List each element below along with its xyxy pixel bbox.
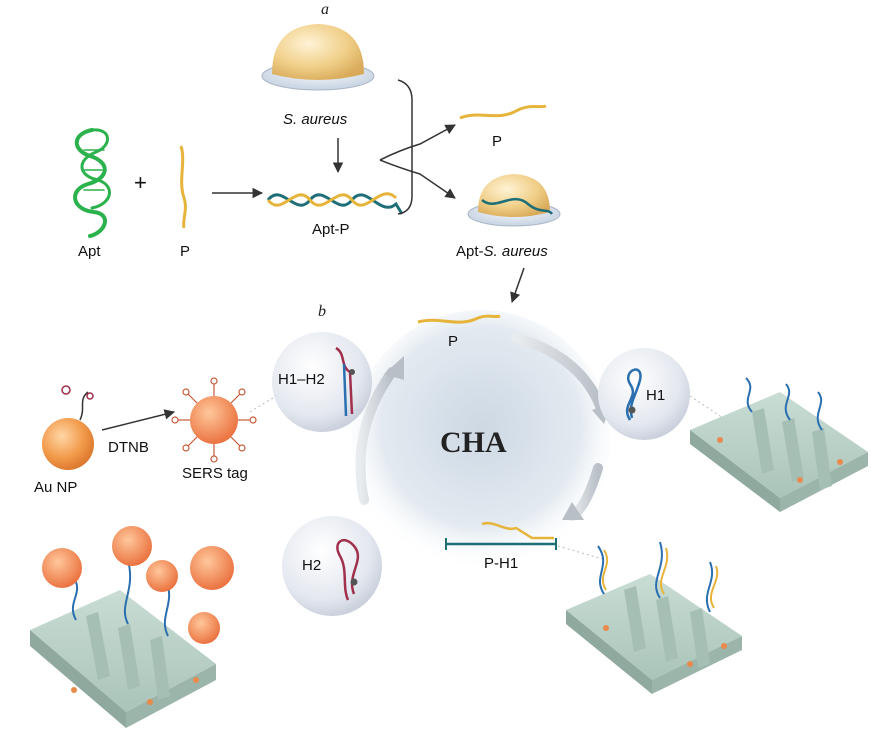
apt-label: Apt — [78, 243, 101, 260]
apt-p-label: Apt-P — [312, 221, 350, 238]
cycle-p-strand — [417, 314, 501, 324]
h1-sphere — [598, 348, 690, 440]
arrow-dtnb — [101, 409, 176, 431]
chip-h1-immobilized — [690, 377, 868, 512]
p-label: P — [180, 243, 190, 260]
p-h1-label: P-H1 — [484, 555, 518, 572]
au-np-label: Au NP — [34, 479, 77, 496]
connector-h1-chip — [689, 395, 745, 433]
panel-label-b: b — [318, 303, 326, 320]
s-aureus-bacterium — [261, 24, 375, 91]
cycle-arrowhead-bottom — [562, 502, 584, 520]
probe-p-strand — [179, 145, 187, 229]
h1-label: H1 — [646, 387, 665, 404]
h1-h2-sphere — [272, 332, 372, 432]
cha-cycle-hub — [351, 310, 611, 570]
connector-sers — [249, 395, 277, 413]
p-h1-duplex — [445, 521, 557, 550]
plus-sign: + — [134, 170, 147, 195]
panel-label-a: a — [321, 1, 329, 18]
aptamer-hairpin — [73, 128, 111, 238]
reaction-bracket — [397, 79, 413, 215]
p-cycle-label: P — [448, 333, 458, 350]
sers-tag — [171, 377, 257, 463]
apt-s-aureus-complex — [467, 174, 561, 227]
released-p-strand — [459, 104, 547, 120]
h2-label: H2 — [302, 557, 321, 574]
chip-sers-detection — [30, 526, 234, 728]
p-released-label: P — [492, 133, 502, 150]
h1-h2-label: H1–H2 — [278, 371, 325, 388]
arrow-to-cycle — [510, 267, 525, 303]
chip-p-h1 — [566, 541, 742, 694]
cycle-arrowhead-left — [384, 356, 404, 380]
au-nanoparticle — [42, 385, 94, 470]
s-aureus-label: S. aureus — [283, 111, 348, 128]
cha-label: CHA — [440, 426, 507, 459]
dtnb-label: DTNB — [108, 439, 149, 456]
apt-s-aureus-label: Apt-S. aureus — [456, 243, 548, 260]
apt-p-duplex — [266, 192, 404, 215]
arrow-to-p-released — [379, 124, 456, 161]
h2-sphere — [282, 516, 382, 616]
connector-p-h1-chip — [557, 545, 607, 561]
sers-tag-label: SERS tag — [182, 465, 248, 482]
arrow-to-complex — [379, 159, 456, 199]
